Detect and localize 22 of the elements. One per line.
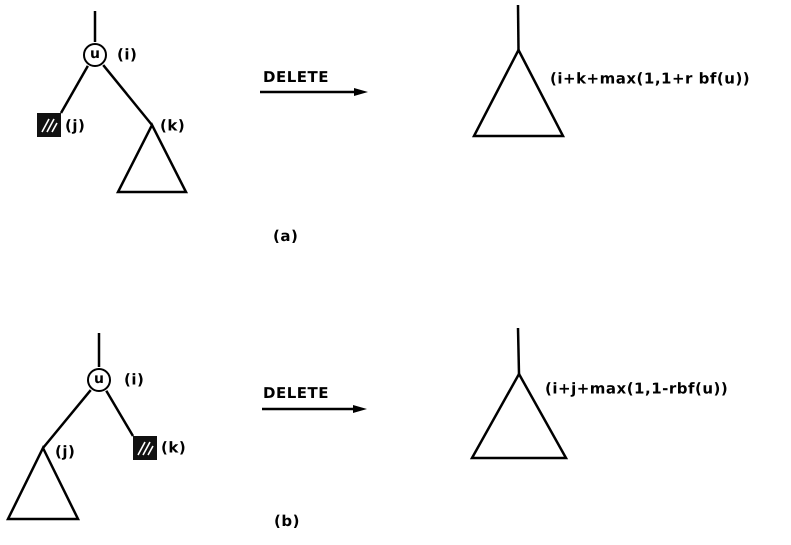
node-annotation: (k) [161, 440, 186, 456]
tree-node-circle: u [83, 43, 107, 67]
stem-line [516, 4, 520, 50]
tree-edge [60, 65, 89, 114]
stem-line [516, 328, 520, 374]
node-annotation: (j) [55, 444, 76, 460]
operation-label: DELETE [263, 70, 329, 85]
tree-edge [42, 389, 92, 449]
operation-label: DELETE [263, 386, 329, 401]
stem-line [94, 11, 96, 42]
node-annotation: (j) [65, 118, 86, 134]
node-annotation: (i+k+max(1,1+r bf(u)) [550, 72, 750, 86]
panel-label: (b) [274, 514, 300, 529]
node-annotation: (i) [117, 48, 138, 62]
node-annotation: (k) [160, 118, 186, 134]
tree-edge [102, 64, 153, 126]
stem-line [98, 333, 100, 367]
tree-node-circle: u [87, 368, 111, 392]
node-annotation: (i+j+max(1,1-rbf(u)) [545, 382, 728, 396]
tree-edge [105, 390, 134, 437]
panel-label: (a) [273, 229, 298, 244]
node-annotation: (i) [124, 372, 144, 388]
